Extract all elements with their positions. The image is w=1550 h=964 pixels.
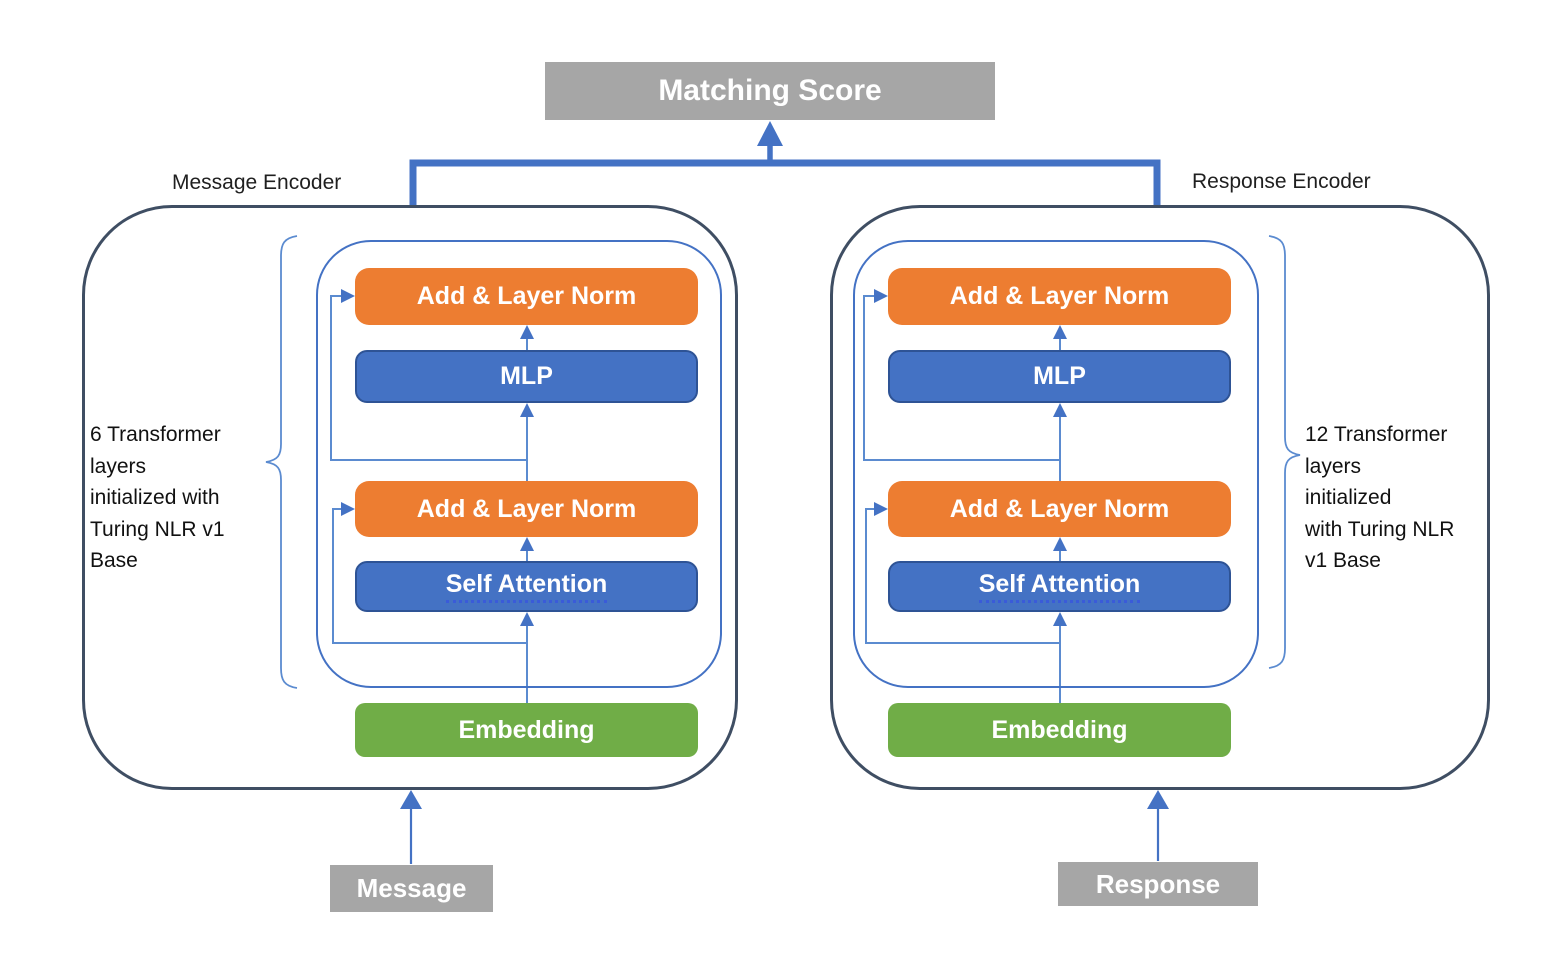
- message-transformer-layer-box: [316, 240, 722, 688]
- mlp-box: MLP: [355, 350, 698, 403]
- add-layer-norm-box: Add & Layer Norm: [888, 481, 1231, 537]
- mlp-box: MLP: [888, 350, 1231, 403]
- left-residual-lines: [330, 295, 528, 703]
- add-layer-norm-box: Add & Layer Norm: [888, 268, 1231, 325]
- response-input-box: Response: [1058, 862, 1258, 906]
- message-encoder-note: 6 Transformer layers initialized with Tu…: [90, 423, 225, 572]
- response-encoder-box: [830, 205, 1490, 790]
- add-layer-norm-box: Add & Layer Norm: [355, 481, 698, 537]
- left-upper-skip-connection: [330, 295, 527, 461]
- right-lower-skip-connection: [865, 508, 1060, 644]
- up-arrow-icon: [1053, 403, 1067, 417]
- score-up-arrow-icon: [757, 121, 783, 146]
- up-arrow-icon: [520, 612, 534, 626]
- right-upper-skip-connection: [863, 295, 1060, 461]
- right-arrow-icon: [874, 502, 888, 516]
- up-arrow-icon: [1053, 537, 1067, 551]
- response-encoder-note: 12 Transformer layers initialized with T…: [1305, 423, 1455, 572]
- embedding-box: Embedding: [888, 703, 1231, 757]
- right-arrow-icon: [341, 502, 355, 516]
- self-attention-box: Self Attention: [355, 561, 698, 612]
- add-layer-norm-box: Add & Layer Norm: [355, 268, 698, 325]
- response-up-arrow-icon: [1147, 790, 1169, 809]
- response-transformer-layer-box: [853, 240, 1259, 688]
- left-brace: [265, 235, 298, 689]
- message-up-arrow-icon: [400, 790, 422, 809]
- matching-score-box: Matching Score: [545, 62, 995, 120]
- up-arrow-icon: [520, 403, 534, 417]
- message-encoder-box: [82, 205, 738, 790]
- up-arrow-icon: [520, 537, 534, 551]
- right-residual-lines: [863, 295, 1061, 703]
- self-attention-box: Self Attention: [888, 561, 1231, 612]
- embedding-box: Embedding: [355, 703, 698, 757]
- message-input-box: Message: [330, 865, 493, 912]
- response-encoder-label: Response Encoder: [1192, 170, 1371, 193]
- encoder-join-bracket: [409, 159, 1161, 206]
- self-attention-label: Self Attention: [445, 570, 608, 603]
- left-lower-skip-connection: [332, 508, 527, 644]
- up-arrow-icon: [1053, 612, 1067, 626]
- left-arrowheads: [341, 289, 534, 626]
- self-attention-label: Self Attention: [978, 570, 1141, 603]
- up-arrow-icon: [520, 325, 534, 339]
- right-brace: [1268, 235, 1301, 669]
- up-arrow-icon: [1053, 325, 1067, 339]
- message-encoder-label: Message Encoder: [172, 171, 342, 194]
